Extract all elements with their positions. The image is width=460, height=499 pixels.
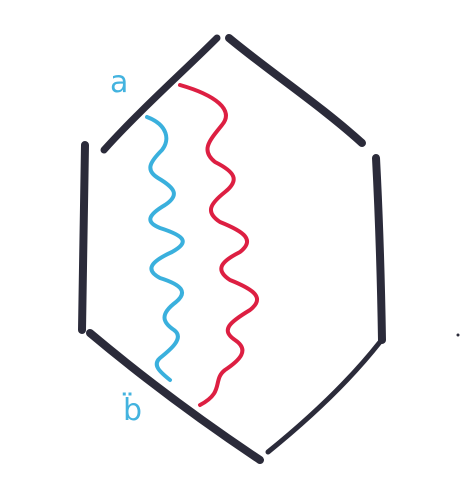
hexagon-side-top-right bbox=[225, 34, 366, 147]
label-b: b̈ bbox=[123, 393, 142, 428]
label-a: a bbox=[110, 65, 128, 100]
hexagon-side-right bbox=[372, 154, 386, 344]
hexagon-side-bottom-left bbox=[86, 329, 264, 464]
stray-dot bbox=[456, 333, 460, 337]
hexagon-side-top-left bbox=[100, 34, 221, 154]
hexagon-outline bbox=[78, 34, 386, 464]
red-wave-line bbox=[178, 83, 259, 407]
hexagon-side-bottom-right bbox=[265, 339, 383, 455]
blue-wave-line bbox=[145, 115, 185, 382]
hexagon-side-left bbox=[78, 141, 89, 334]
